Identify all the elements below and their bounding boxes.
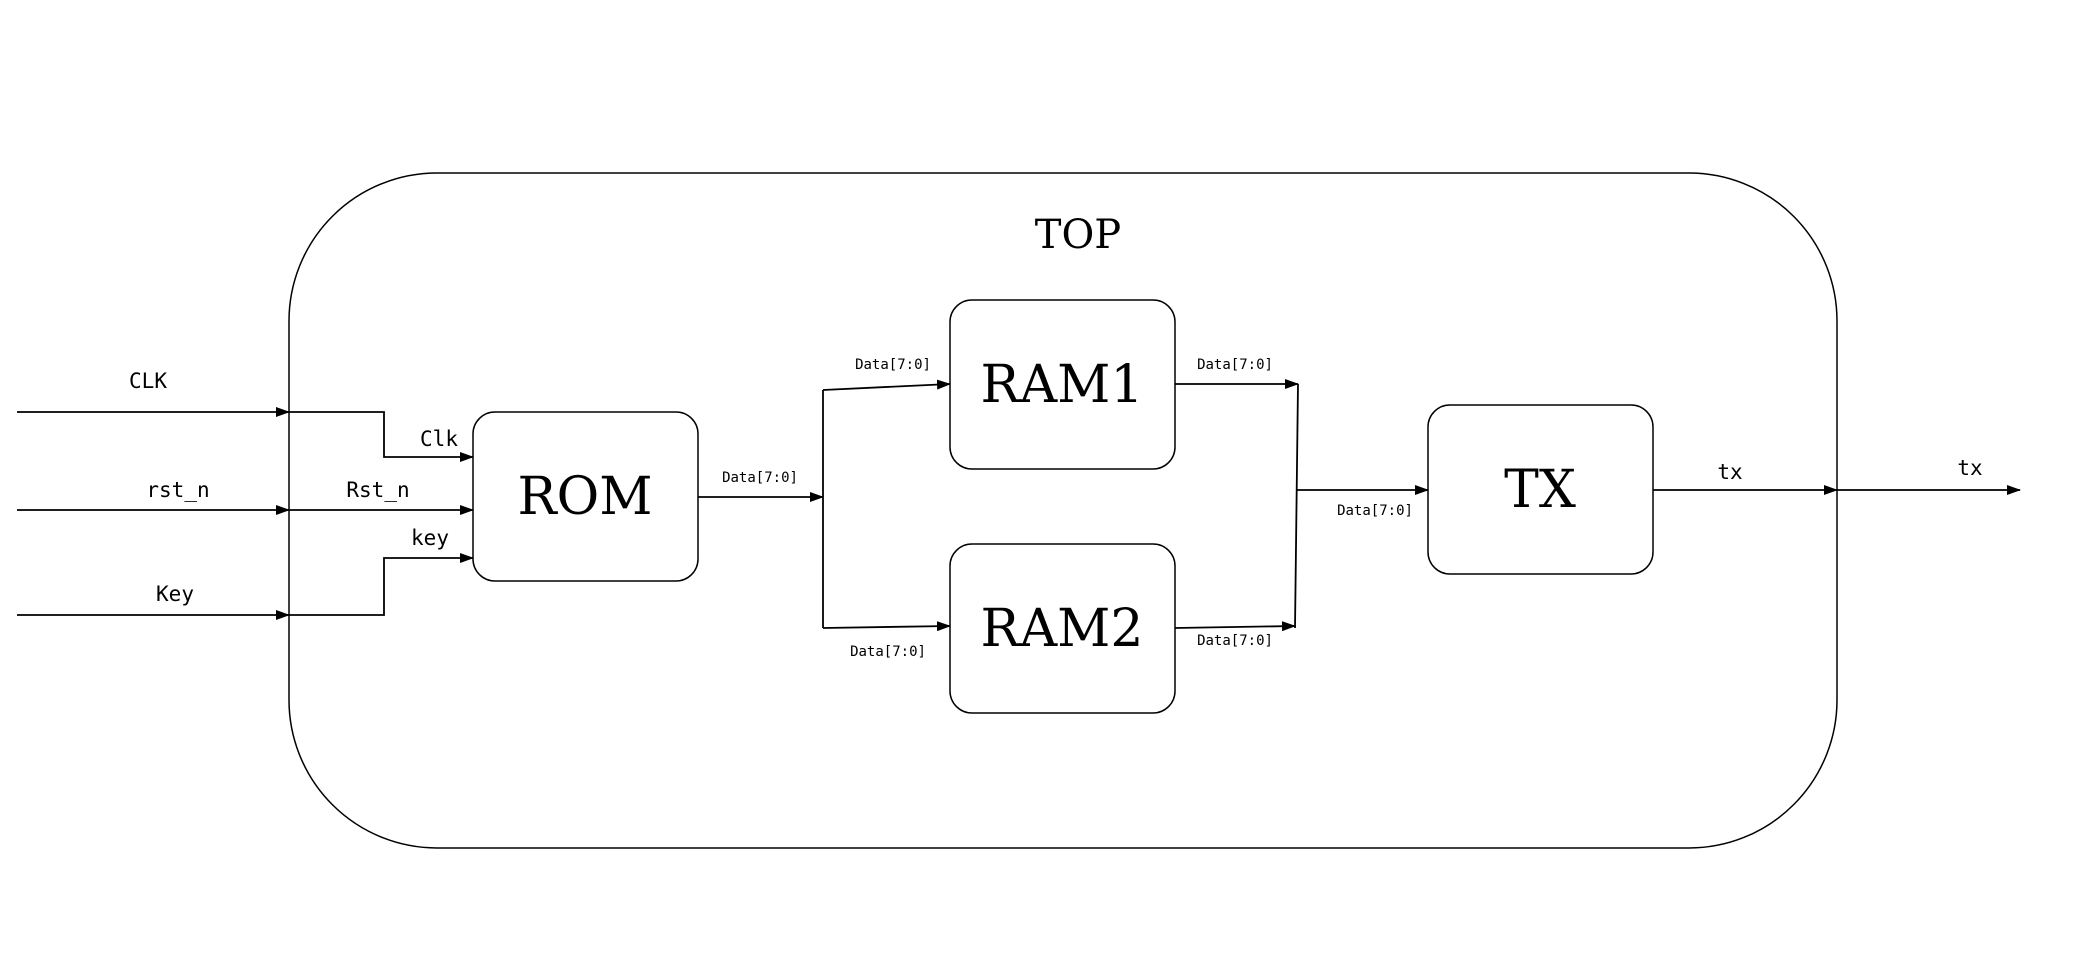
tx-external-label: tx xyxy=(1957,456,1982,480)
ram2-block: RAM2 xyxy=(949,543,1176,714)
ram1-out-bus-label: Data[7:0] xyxy=(1197,357,1273,373)
tx-block: TX xyxy=(1427,404,1654,575)
rom-rst-n-port-label: Rst_n xyxy=(346,478,409,502)
to-tx-bus-label: Data[7:0] xyxy=(1337,503,1413,519)
to-ram2-bus xyxy=(822,621,951,632)
to-ram1-bus xyxy=(822,379,951,391)
ram2-out-bus xyxy=(1174,621,1296,632)
clk-to-rom-wire xyxy=(289,411,474,462)
ram1-block: RAM1 xyxy=(949,299,1176,470)
to-ram2-bus-label: Data[7:0] xyxy=(850,644,926,660)
ram2-out-bus-label: Data[7:0] xyxy=(1197,633,1273,649)
rom-clk-port-label: Clk xyxy=(420,427,458,451)
ram2-label: RAM2 xyxy=(980,599,1143,659)
tx-internal-label: tx xyxy=(1717,460,1742,484)
key-input-label: Key xyxy=(156,582,194,606)
tx-block-label: TX xyxy=(1504,460,1576,520)
top-block-label: TOP xyxy=(1035,212,1121,258)
key-to-rom-wire xyxy=(289,553,474,616)
rom-block: ROM xyxy=(472,411,699,582)
rom-out-bus-label: Data[7:0] xyxy=(722,470,798,486)
rom-label: ROM xyxy=(517,467,652,527)
clk-input-label: CLK xyxy=(129,369,167,393)
ram1-label: RAM1 xyxy=(980,355,1143,415)
to-ram1-bus-label: Data[7:0] xyxy=(855,357,931,373)
rom-key-port-label: key xyxy=(411,526,449,550)
rst-n-input-label: rst_n xyxy=(146,478,209,502)
merge-bus-vertical xyxy=(1294,383,1299,629)
